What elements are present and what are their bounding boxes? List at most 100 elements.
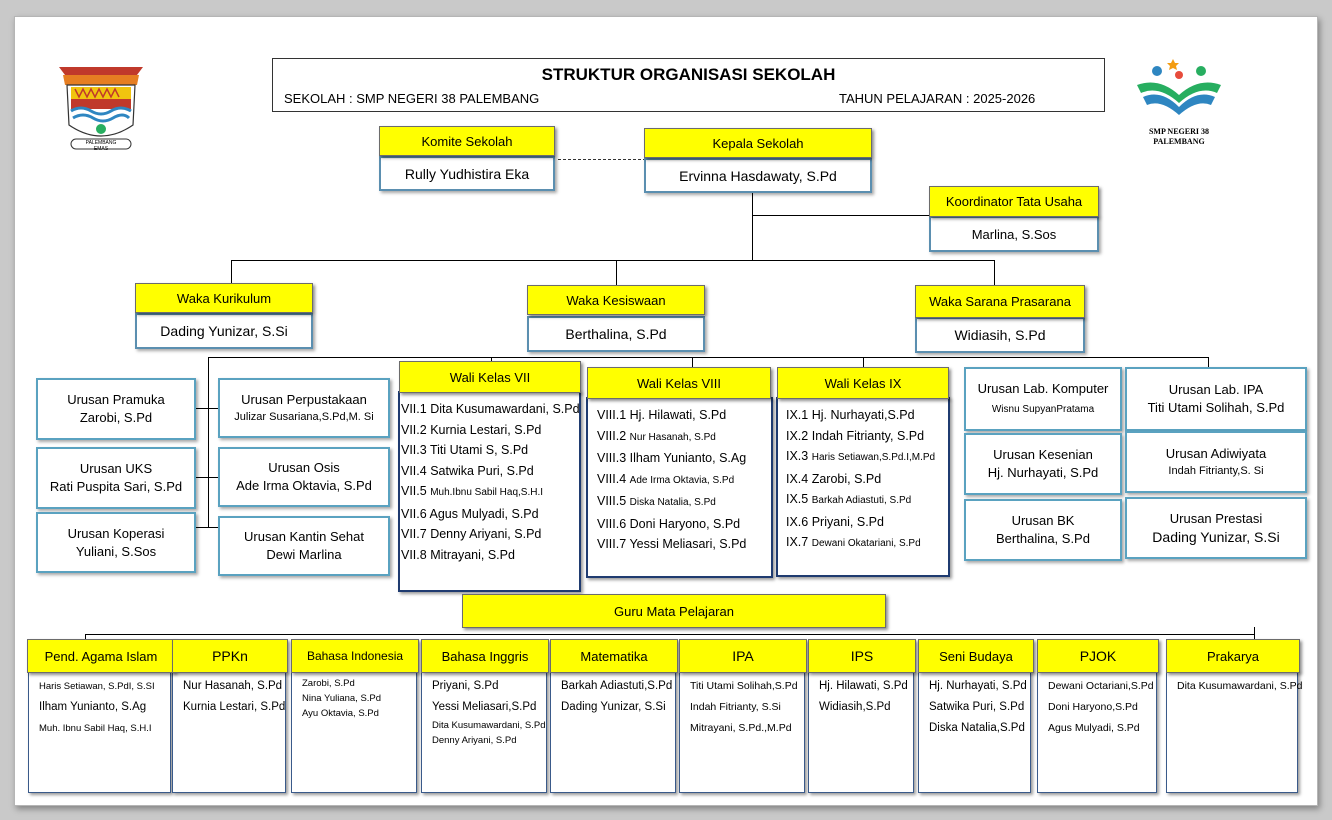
teacher-name: Muh. Ibnu Sabil Haq, S.H.I: [39, 723, 152, 734]
urusan-name: Ade Irma Oktavia, S.Pd: [236, 478, 372, 493]
teacher-name: Dewani Octariani,S.Pd: [1048, 680, 1154, 692]
wali-kelas-item: IX.2 Indah Fitrianty, S.Pd: [786, 426, 948, 447]
kelas-code: IX.7: [786, 535, 812, 549]
subject-title: Matematika: [550, 639, 678, 673]
staff-bus-line: [208, 357, 1209, 358]
guru-drop-left: [85, 634, 86, 642]
wali-kelas-item: VIII.3 Ilham Yunianto, S.Ag: [597, 448, 771, 469]
left-logo-caption: PALEMBANG EMAS: [85, 140, 117, 152]
urusan-title: Urusan Kantin Sehat: [244, 529, 364, 544]
kelas-code: VII.5: [401, 484, 431, 498]
urusan-name: Zarobi, S.Pd: [79, 410, 153, 425]
urusan-name: Dewi Marlina: [266, 547, 342, 562]
wali-kelas-item: VII.3 Titi Utami S, S.Pd: [401, 440, 579, 461]
kelas-code: VII.2: [401, 422, 431, 437]
school-logo-city: PALEMBANG: [1153, 137, 1205, 146]
school-label: SEKOLAH : SMP NEGERI 38 PALEMBANG: [284, 91, 540, 106]
kepala-title: Kepala Sekolah: [644, 128, 872, 158]
urusan-lab-ipa-box: Urusan Lab. IPA Titi Utami Solihah, S.Pd: [1125, 367, 1307, 431]
urusan-title: Urusan Lab. Komputer: [977, 381, 1109, 396]
wali-name: Nur Hasanah, S.Pd: [629, 431, 716, 443]
waka-kurikulum-title: Waka Kurikulum: [135, 283, 313, 313]
wali-kelas-item: VII.7 Denny Ariyani, S.Pd: [401, 524, 579, 545]
subject-title: IPS: [808, 639, 916, 673]
chart-title: STRUKTUR ORGANISASI SEKOLAH: [541, 65, 836, 84]
urusan-title: Urusan Prestasi: [1169, 511, 1263, 526]
guru-drop-right: [1254, 627, 1255, 642]
teacher-name: Mitrayani, S.Pd.,M.Pd: [690, 722, 792, 734]
teacher-name: Titi Utami Solihah,S.Pd: [690, 680, 798, 692]
wali-name: Yessi Meliasari, S.Pd: [629, 537, 747, 551]
kelas-code: VII.8: [401, 547, 431, 562]
urusan-name: Julizar Susariana,S.Pd,M. Si: [234, 411, 374, 423]
subject-title: Bahasa Indonesia: [291, 639, 419, 673]
urusan-prestasi-box: Urusan Prestasi Dading Yunizar, S.Si: [1125, 497, 1307, 559]
kelas-code: VIII.1: [597, 408, 630, 422]
kelas-code: IX.5: [786, 492, 812, 506]
kelas-code: VII.6: [401, 506, 430, 521]
wali-kelas-item: IX.3 Haris Setiawan,S.Pd.I,M.Pd: [786, 446, 948, 469]
kelas-code: VII.3: [401, 443, 430, 457]
wali-kelas-item: VII.8 Mitrayani, S.Pd: [401, 545, 579, 566]
subject-title: Pend. Agama Islam: [27, 639, 175, 673]
urusan-kesenian-box: Urusan Kesenian Hj. Nurhayati, S.Pd: [964, 433, 1122, 495]
guru-title: Guru Mata Pelajaran: [462, 594, 886, 628]
wali-drop-2: [692, 357, 693, 369]
wali-name: Haris Setiawan,S.Pd.I,M.Pd: [811, 452, 936, 463]
wali-kelas-item: VII.6 Agus Mulyadi, S.Pd: [401, 504, 579, 525]
year-label: TAHUN PELAJARAN : 2025-2026: [839, 91, 1036, 106]
wali-name: Kurnia Lestari, S.Pd: [430, 422, 542, 437]
staff-right-drop: [1208, 357, 1209, 367]
wali-name: Doni Haryono, S.Pd: [629, 516, 741, 531]
urusan-uks-box: Urusan UKS Rati Puspita Sari, S.Pd: [36, 447, 196, 509]
teacher-name: Diska Natalia,S.Pd: [929, 722, 1025, 734]
school-logo-name: SMP NEGERI 38: [1148, 127, 1209, 136]
teacher-name: Priyani, S.Pd: [432, 680, 499, 692]
urusan-name: Hj. Nurhayati, S.Pd: [987, 465, 1099, 480]
waka2-drop: [616, 260, 617, 286]
wali-kelas-item: VII.4 Satwika Puri, S.Pd: [401, 461, 579, 482]
subject-title: Bahasa Inggris: [421, 639, 549, 673]
teacher-name: Yessi Meliasari,S.Pd: [432, 701, 537, 713]
wali-kelas-item: IX.6 Priyani, S.Pd: [786, 512, 948, 533]
urusan-adiwiyata-box: Urusan Adiwiyata Indah Fitrianty,S. Si: [1125, 431, 1307, 493]
urusan-name: Yuliani, S.Sos: [75, 543, 157, 559]
wali-name: Satwika Puri, S.Pd: [430, 463, 534, 478]
teacher-name: Dading Yunizar, S.Si: [561, 701, 666, 713]
teacher-name: Haris Setiawan, S.PdI, S.SI: [39, 681, 155, 692]
tatausaha-name: Marlina, S.Sos: [929, 216, 1099, 252]
school-logo: SMP NEGERI 38 PALEMBANG: [1129, 55, 1229, 151]
urusan-left-branch-1: [195, 408, 218, 409]
kelas-code: IX.4: [786, 471, 812, 486]
wali-name: Denny Ariyani, S.Pd: [430, 527, 542, 541]
urusan-bk-box: Urusan BK Berthalina, S.Pd: [964, 499, 1122, 561]
wali-name: Agus Mulyadi, S.Pd: [429, 506, 539, 521]
wali-vii-title: Wali Kelas VII: [399, 361, 581, 393]
waka-sarpras-title: Waka Sarana Prasarana: [915, 285, 1085, 318]
kelas-code: VII.1: [401, 402, 431, 416]
urusan-title: Urusan UKS: [79, 461, 153, 476]
wali-name: Hj. Hilawati, S.Pd: [629, 408, 727, 422]
urusan-koperasi-box: Urusan Koperasi Yuliani, S.Sos: [36, 512, 196, 573]
kelas-code: IX.6: [786, 514, 812, 529]
teacher-name: Dita Kusumawardani, S.Pd: [432, 720, 546, 731]
urusan-title: Urusan Perpustakaan: [241, 392, 367, 407]
guru-bus-line: [85, 634, 1255, 635]
teacher-name: Barkah Adiastuti,S.Pd: [561, 680, 673, 692]
staff-left-drop: [208, 357, 209, 527]
wali-name: Zarobi, S.Pd: [811, 471, 882, 486]
wali-name: Priyani, S.Pd: [811, 514, 884, 529]
wali-name: Titi Utami S, S.Pd: [429, 443, 529, 457]
wali-name: Dita Kusumawardani, S.Pd: [430, 402, 580, 416]
urusan-pramuka-box: Urusan Pramuka Zarobi, S.Pd: [36, 378, 196, 440]
wali-name: Ade Irma Oktavia, S.Pd: [629, 474, 735, 486]
kepala-name: Ervinna Hasdawaty, S.Pd: [644, 158, 872, 193]
